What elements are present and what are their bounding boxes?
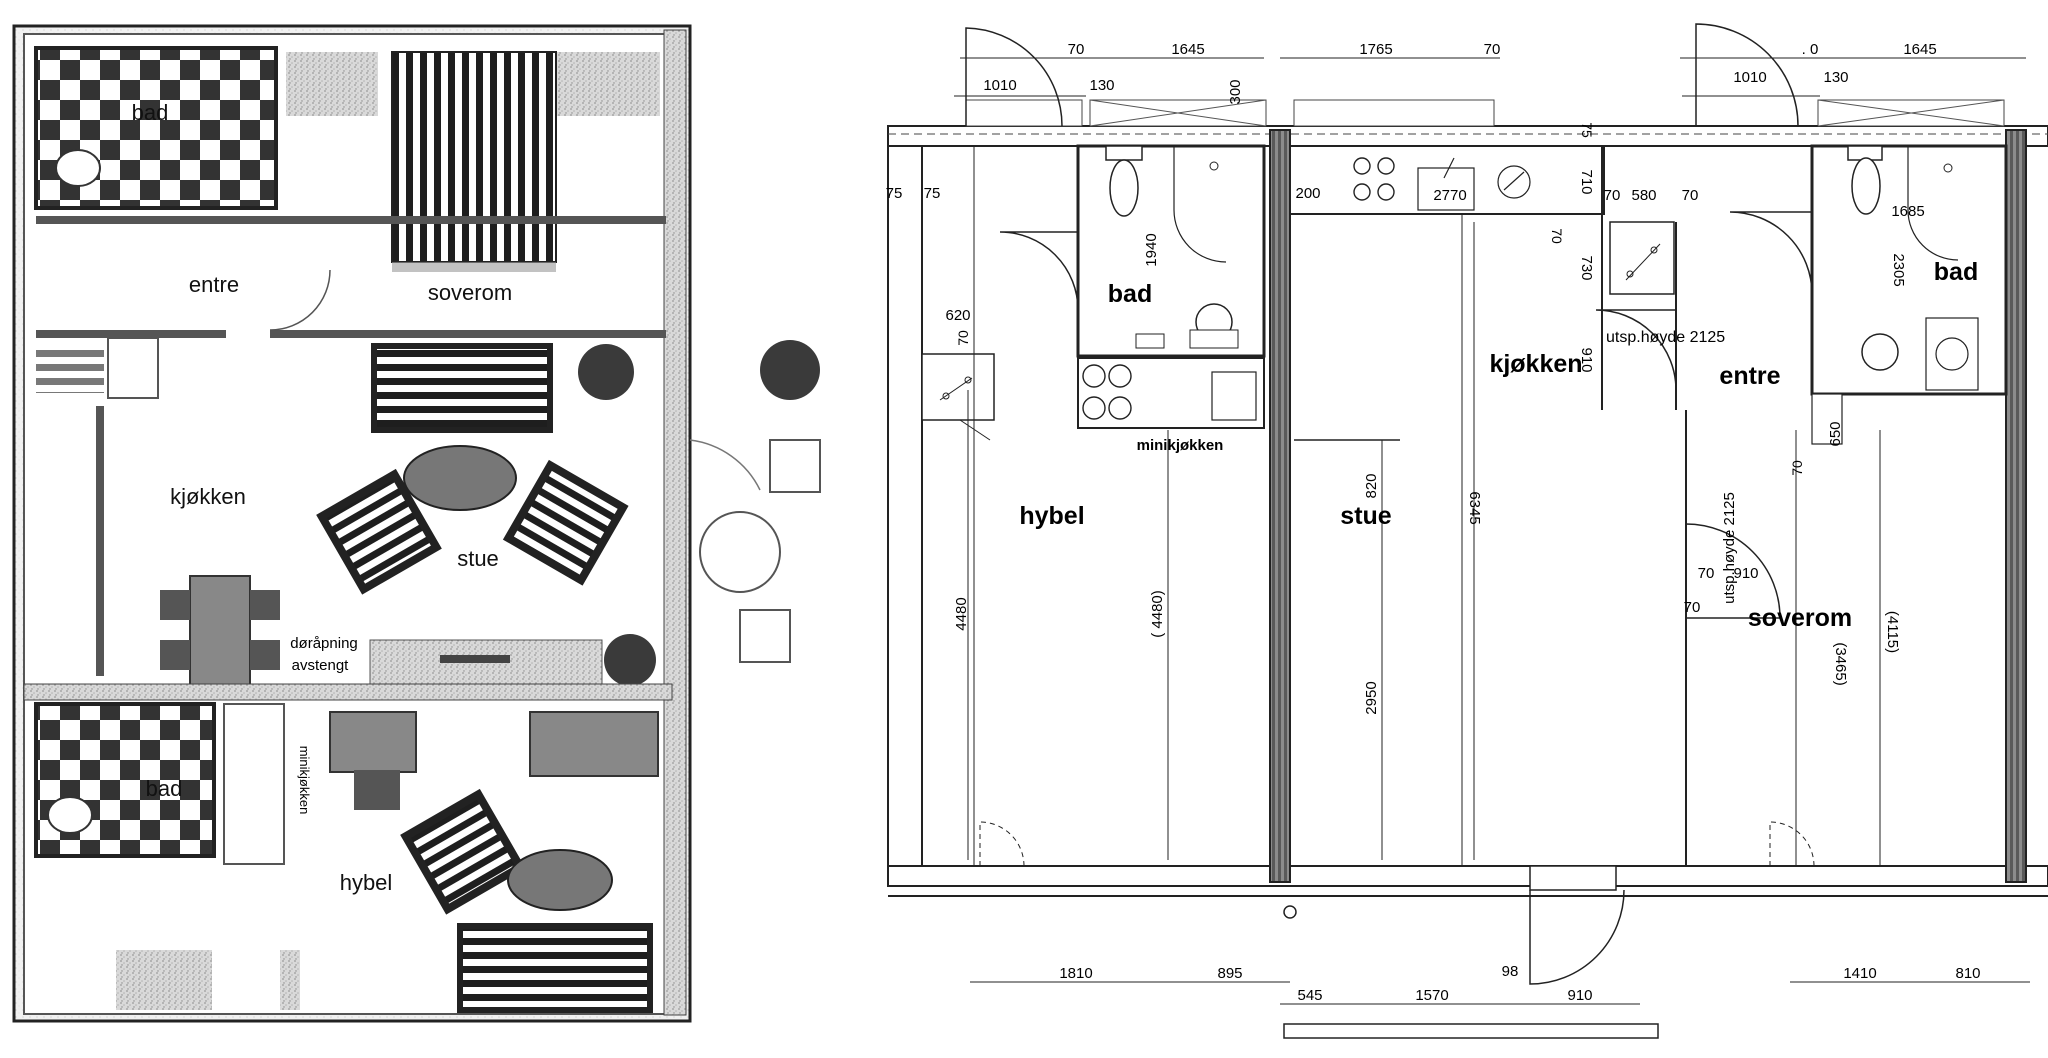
room-label-stue-left: stue	[457, 546, 499, 571]
room-label-bad-right-plan-left: bad	[1108, 280, 1152, 308]
room-label-bad-bottom: bad	[146, 776, 183, 801]
room-label-minikjokken-right-plan: minikjøkken	[1137, 437, 1224, 454]
dim-200: 200	[1295, 185, 1320, 202]
dim-620: 620	[945, 307, 970, 324]
dim-70h: 70	[1698, 565, 1715, 582]
dim-820: 820	[1363, 473, 1380, 498]
dim-70i: 70	[1684, 599, 1701, 616]
armchair-right	[502, 459, 629, 586]
room-label-bad-top: bad	[132, 100, 169, 125]
dim-b-910: 910	[1567, 987, 1592, 1004]
plant-2	[760, 340, 820, 400]
bathroom-bottom	[34, 702, 216, 858]
room-label-hybel-left: hybel	[340, 870, 393, 895]
dim-top-70b: 70	[1484, 41, 1501, 58]
party-wall-left	[1269, 129, 1291, 883]
dim-b-1410: 1410	[1843, 965, 1876, 982]
dim-650: 650	[1827, 421, 1844, 446]
room-label-kjokken-left: kjøkken	[170, 484, 246, 509]
double-bed	[391, 51, 557, 263]
armchair-left	[316, 468, 442, 595]
note-doorway-line2: avstengt	[292, 657, 350, 674]
dim-75c: 75	[1579, 122, 1595, 138]
dim-top-1645a: 1645	[1171, 41, 1204, 58]
room-label-hybel-right-plan: hybel	[1019, 502, 1084, 530]
dim-4115: (4115)	[1884, 611, 1901, 653]
dim-4480b: ( 4480)	[1149, 590, 1166, 638]
dim-3465: (3465)	[1832, 642, 1849, 685]
dim-70g: 70	[1789, 460, 1805, 476]
note-utsp-side: utsp.høyde 2125	[1721, 492, 1738, 604]
note-utsp-top: utsp.høyde 2125	[1606, 329, 1725, 346]
room-label-stue-right-plan: stue	[1340, 502, 1392, 530]
minikitchen-left	[223, 703, 285, 865]
dim-b-545: 545	[1297, 987, 1322, 1004]
dim-75a: 75	[886, 185, 903, 202]
dim-2950: 2950	[1363, 681, 1380, 714]
dim-1940: 1940	[1143, 233, 1160, 266]
bathroom-right-plan-left	[1076, 144, 1266, 358]
dim-1685: 1685	[1891, 203, 1924, 220]
dim-top-1645b: 1645	[1903, 41, 1936, 58]
dim-580: 580	[1631, 187, 1656, 204]
dim-70d: 70	[1682, 187, 1699, 204]
dim-910a: 910	[1578, 347, 1595, 372]
room-label-entre-left: entre	[189, 272, 239, 297]
dim-70c: 70	[1604, 187, 1621, 204]
dim-b-1810: 1810	[1059, 965, 1092, 982]
sofa-top	[371, 343, 553, 433]
dim-130b: 130	[1823, 69, 1848, 86]
dining-table	[189, 575, 251, 687]
left-plan: bad soverom entre kjøkken stue døråpning…	[12, 24, 821, 1023]
dim-910b: 910	[1733, 565, 1758, 582]
dim-70f: 70	[955, 330, 971, 346]
dim-1010b: 1010	[1733, 69, 1766, 86]
party-wall-right	[2005, 129, 2027, 883]
coffee-table	[403, 445, 517, 511]
toilet-top	[55, 149, 101, 187]
dim-2770: 2770	[1433, 187, 1466, 204]
room-label-entre-right-plan: entre	[1719, 362, 1780, 390]
dim-130a: 130	[1089, 77, 1114, 94]
room-label-kjokken-right-plan: kjøkken	[1489, 350, 1582, 378]
dim-top-0: . 0	[1802, 41, 1819, 58]
table-bottom	[507, 849, 613, 911]
dim-6345: 6345	[1466, 491, 1483, 524]
dim-730: 730	[1578, 255, 1595, 280]
dim-70e: 70	[1549, 228, 1565, 244]
dim-b-1570: 1570	[1415, 987, 1448, 1004]
sofa-bottom	[457, 923, 653, 1013]
dim-b-895: 895	[1217, 965, 1242, 982]
plant-1	[578, 344, 634, 400]
dim-top-70a: 70	[1068, 41, 1085, 58]
right-plan: bad minikjøkken hybel stue kjøkken entre…	[886, 23, 2048, 1039]
dim-b-98: 98	[1502, 963, 1519, 980]
dim-4480a: 4480	[953, 597, 970, 630]
room-label-soverom: soverom	[428, 280, 512, 305]
room-label-minikjokken-left: minikjøkken	[297, 746, 312, 815]
dim-300: 300	[1227, 79, 1244, 104]
room-label-bad-right-plan-right: bad	[1934, 258, 1978, 286]
dim-top-1765: 1765	[1359, 41, 1392, 58]
armchair-bottom	[400, 788, 526, 915]
note-doorway-line1: døråpning	[290, 635, 358, 652]
dim-710: 710	[1578, 169, 1595, 194]
dim-b-810: 810	[1955, 965, 1980, 982]
dim-1010a: 1010	[983, 77, 1016, 94]
plant-3	[604, 634, 656, 686]
dim-2305: 2305	[1890, 253, 1907, 286]
room-label-soverom-right-plan: soverom	[1748, 604, 1852, 632]
dim-75b: 75	[924, 185, 941, 202]
